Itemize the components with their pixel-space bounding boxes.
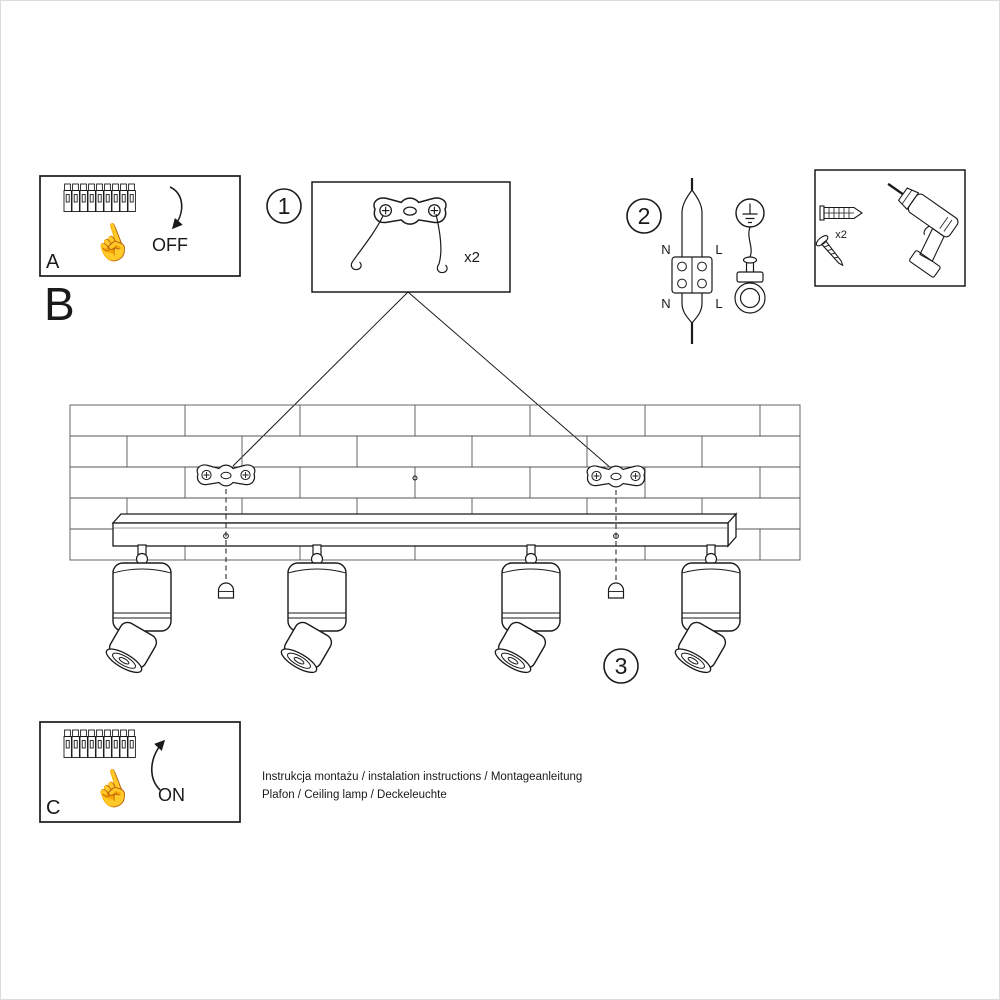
- fixing-screw-left: [217, 582, 235, 599]
- tools-box-frame: [814, 169, 966, 287]
- wall-plug-icon: [819, 205, 863, 221]
- terminal-screw: [697, 278, 707, 289]
- fixing-screw-right: [607, 582, 625, 599]
- step-2-wiring: 2 N L N L: [626, 178, 766, 344]
- earth-wire: [748, 226, 752, 258]
- earth-ring-terminal: [734, 282, 766, 314]
- ceiling-bar: [111, 512, 738, 548]
- footer-line-2: Plafon / Ceiling lamp / Deckeleuchte: [262, 789, 447, 801]
- earth-screw-shaft: [745, 263, 755, 272]
- step-1-number: 1: [278, 193, 291, 219]
- wall-bracket-right: [586, 465, 646, 488]
- live-wire-bottom: [691, 293, 703, 324]
- tools-box: x2: [814, 169, 966, 287]
- step-3-circle: [603, 648, 639, 684]
- bar-front-face: [112, 522, 729, 547]
- step-1-mounting-brackets: 1 x2: [266, 181, 511, 293]
- step-1-pointer-lines: [232, 291, 613, 470]
- bar-top-face: [111, 513, 738, 524]
- live-wire-top: [691, 189, 703, 257]
- screw-icon: [815, 235, 844, 267]
- footer-line-1: Instrukcja montażu / instalation instruc…: [262, 771, 582, 783]
- mounting-bracket-figure: [373, 197, 447, 225]
- cable-hook-left-icon: [350, 260, 362, 271]
- drill-icon: [887, 182, 959, 278]
- switch-up-arrow-icon: [151, 739, 166, 791]
- section-b-label: B: [44, 278, 75, 330]
- bracket-quantity-label: x2: [464, 249, 480, 266]
- wall-center-mark: [412, 475, 418, 481]
- footer-caption: Instrukcja montażu / instalation instruc…: [262, 771, 582, 801]
- switch-down-arrow-icon: [169, 186, 183, 230]
- wall-bracket-left: [196, 464, 256, 487]
- earth-screw-head: [742, 256, 758, 264]
- anchor-quantity-label: x2: [835, 229, 847, 241]
- earth-ring-terminal-inner: [739, 287, 761, 309]
- terminal-screw: [697, 261, 707, 272]
- cable-hook-right-icon: [436, 263, 448, 274]
- step-1-circle: [266, 188, 302, 224]
- neutral-label-top: N: [661, 242, 670, 257]
- neutral-wire-top: [681, 189, 693, 257]
- step-2-circle: [626, 198, 662, 234]
- section-c-label: C: [46, 797, 60, 819]
- alignment-dashed-lines: [225, 489, 617, 580]
- live-label-bottom: L: [715, 296, 722, 311]
- earth-symbol-icon: [742, 203, 758, 224]
- step-2-number: 2: [638, 203, 651, 229]
- step-3-marker: 3: [603, 648, 639, 684]
- hanging-cable-left: [352, 215, 384, 262]
- parts-box-frame: [311, 181, 511, 293]
- section-a-label: A: [46, 251, 60, 273]
- neutral-label-bottom: N: [661, 296, 670, 311]
- live-label-top: L: [715, 242, 722, 257]
- hanging-cable-right: [435, 213, 442, 265]
- terminal-screw: [677, 278, 687, 289]
- earth-clamp-plate: [736, 271, 764, 283]
- panel-a-frame: [39, 175, 241, 277]
- power-on-label: ON: [158, 785, 185, 805]
- neutral-wire-bottom: [681, 293, 693, 324]
- power-off-label: OFF: [152, 235, 188, 255]
- step-3-number: 3: [615, 653, 628, 679]
- terminal-screw: [677, 261, 687, 272]
- panel-c-frame: [39, 721, 241, 823]
